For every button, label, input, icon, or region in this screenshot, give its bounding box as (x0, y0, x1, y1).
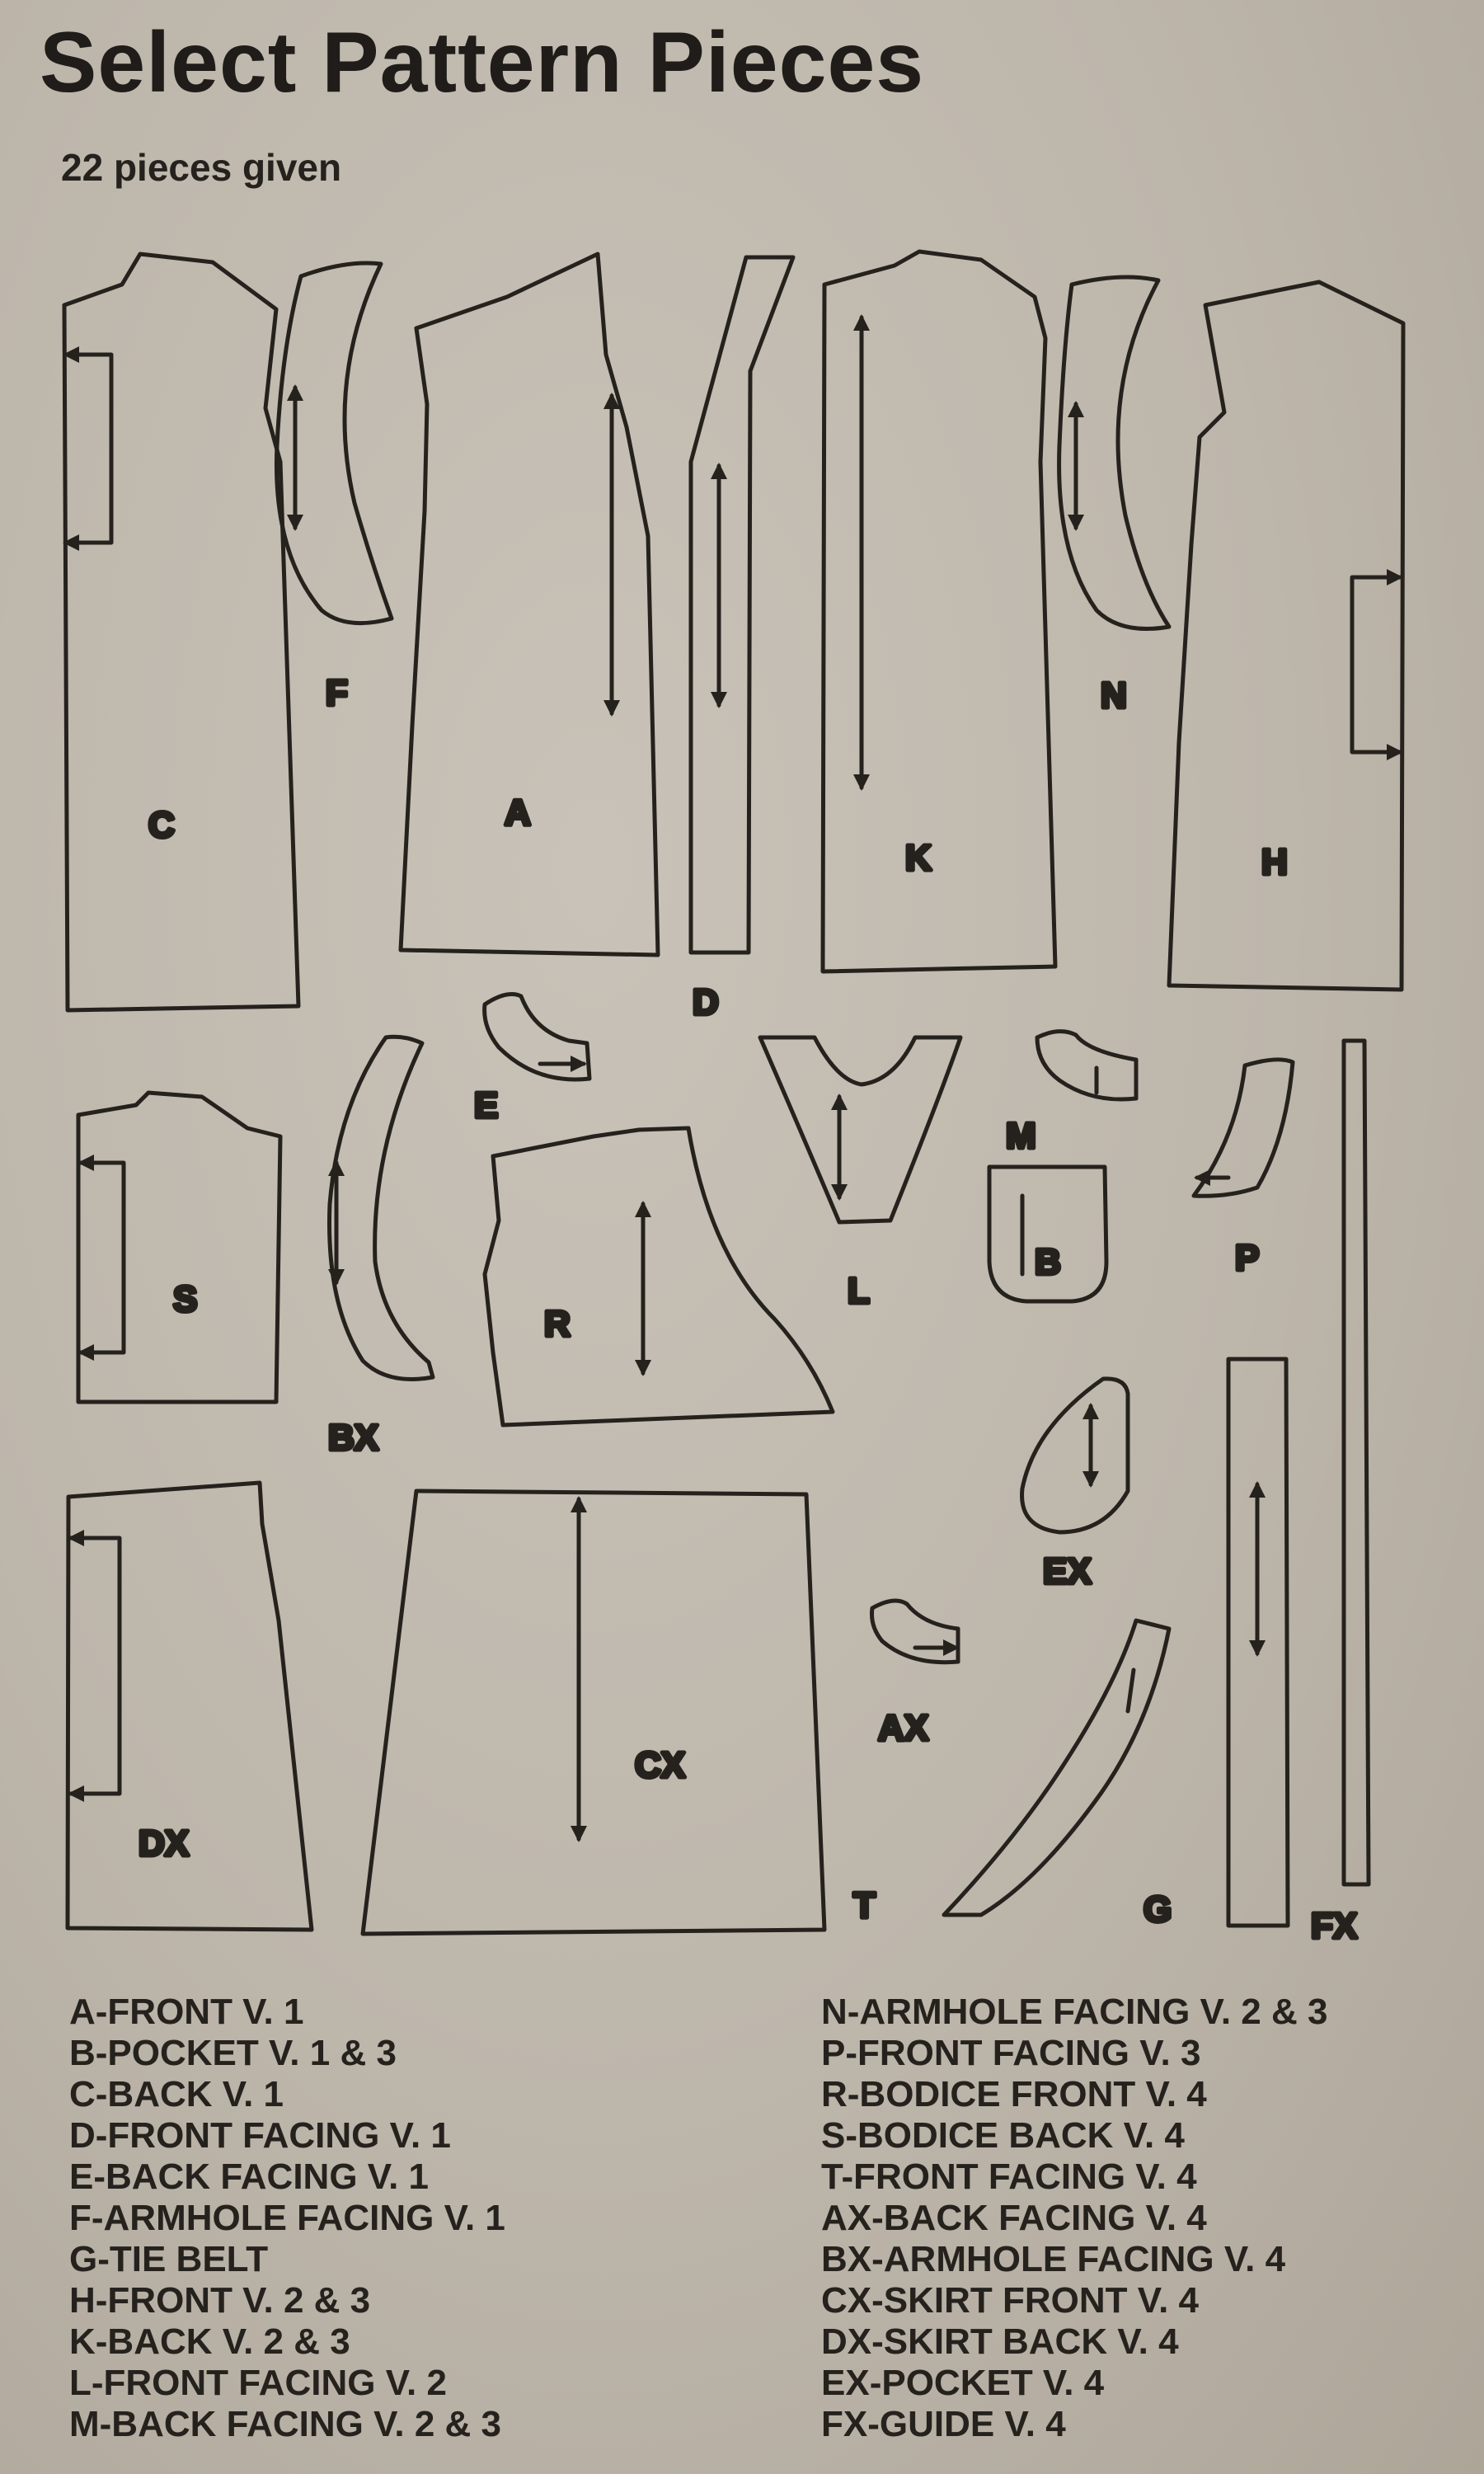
piece-label-f: F (326, 673, 348, 713)
piece-label-ax: AX (878, 1708, 928, 1748)
piece-h: H (1167, 280, 1406, 992)
piece-ex: EX (1020, 1376, 1130, 1594)
piece-label-t: T (853, 1885, 876, 1926)
piece-label-s: S (173, 1279, 197, 1319)
piece-s: S (76, 1090, 283, 1404)
piece-label-c: C (148, 805, 175, 845)
piece-label-h: H (1261, 842, 1288, 882)
legend-item: FX-GUIDE V. 4 (821, 2404, 1066, 2444)
legend-item: B-POCKET V. 1 & 3 (69, 2033, 397, 2073)
piece-r: R (482, 1126, 835, 1427)
piece-bx: BX (326, 1034, 435, 1460)
pieces-count: 22 pieces given (61, 146, 342, 189)
legend-left-column: A-FRONT V. 1 B-POCKET V. 1 & 3 C-BACK V.… (69, 1992, 505, 2445)
legend-item: EX-POCKET V. 4 (821, 2363, 1105, 2403)
piece-f: F (274, 261, 394, 716)
piece-label-a: A (505, 793, 531, 833)
piece-b: B (987, 1164, 1109, 1304)
legend-item: S-BODICE BACK V. 4 (821, 2115, 1185, 2156)
piece-a: A (398, 252, 660, 957)
piece-label-g: G (1144, 1889, 1172, 1930)
piece-label-d: D (693, 982, 719, 1023)
legend-item: CX-SKIRT FRONT V. 4 (821, 2280, 1199, 2321)
piece-g (1226, 1357, 1290, 1928)
legend-item: K-BACK V. 2 & 3 (69, 2321, 350, 2362)
pattern-pieces-diagram: C F A D K N H E (62, 249, 1406, 1949)
legend-item: G-TIE BELT (69, 2239, 269, 2279)
legend-item: A-FRONT V. 1 (69, 1992, 304, 2032)
piece-label-n: N (1101, 675, 1127, 716)
legend-item: E-BACK FACING V. 1 (69, 2157, 430, 2197)
legend-item: F-ARMHOLE FACING V. 1 (69, 2198, 505, 2238)
piece-c: C (62, 252, 301, 1013)
piece-cx: CX (360, 1489, 827, 1936)
legend-item: N-ARMHOLE FACING V. 2 & 3 (821, 1992, 1328, 2032)
legend-item: P-FRONT FACING V. 3 (821, 2033, 1201, 2073)
legend-item: D-FRONT FACING V. 1 (69, 2115, 451, 2156)
piece-label-p: P (1235, 1238, 1259, 1278)
legend-item: DX-SKIRT BACK V. 4 (821, 2321, 1179, 2362)
piece-m: M (1004, 1029, 1139, 1159)
legend-item: R-BODICE FRONT V. 4 (821, 2074, 1207, 2114)
legend-item: C-BACK V. 1 (69, 2074, 284, 2114)
piece-ax: AX (870, 1598, 960, 1751)
piece-d: D (688, 255, 796, 1025)
piece-p: P (1191, 1057, 1295, 1281)
piece-fx: FX (1309, 1038, 1371, 1949)
piece-dx: DX (65, 1480, 314, 1932)
page-title: Select Pattern Pieces (40, 15, 925, 111)
legend-item: M-BACK FACING V. 2 & 3 (69, 2404, 502, 2444)
piece-label-m: M (1006, 1116, 1036, 1156)
piece-label-ex: EX (1043, 1551, 1092, 1592)
piece-label-fx: FX (1311, 1906, 1357, 1946)
piece-label-b: B (1035, 1242, 1061, 1282)
piece-label-k: K (905, 838, 932, 878)
legend-item: T-FRONT FACING V. 4 (821, 2157, 1197, 2197)
piece-n: N (1057, 275, 1172, 718)
piece-e: E (472, 992, 592, 1128)
legend-item: H-FRONT V. 2 & 3 (69, 2280, 371, 2321)
piece-k: K (820, 249, 1058, 974)
piece-label-l: L (848, 1271, 870, 1311)
legend-right-column: N-ARMHOLE FACING V. 2 & 3 P-FRONT FACING… (821, 1992, 1327, 2445)
legend-item: BX-ARMHOLE FACING V. 4 (821, 2239, 1286, 2279)
piece-label-e: E (474, 1085, 498, 1126)
piece-l: L (758, 1035, 963, 1314)
piece-t: T (852, 1618, 1172, 1928)
piece-label-bx: BX (328, 1418, 378, 1458)
piece-label-r: R (544, 1304, 571, 1344)
legend-item: AX-BACK FACING V. 4 (821, 2198, 1207, 2238)
legend-item: L-FRONT FACING V. 2 (69, 2363, 447, 2403)
piece-label-cx: CX (635, 1745, 685, 1785)
piece-label-dx: DX (139, 1823, 189, 1864)
